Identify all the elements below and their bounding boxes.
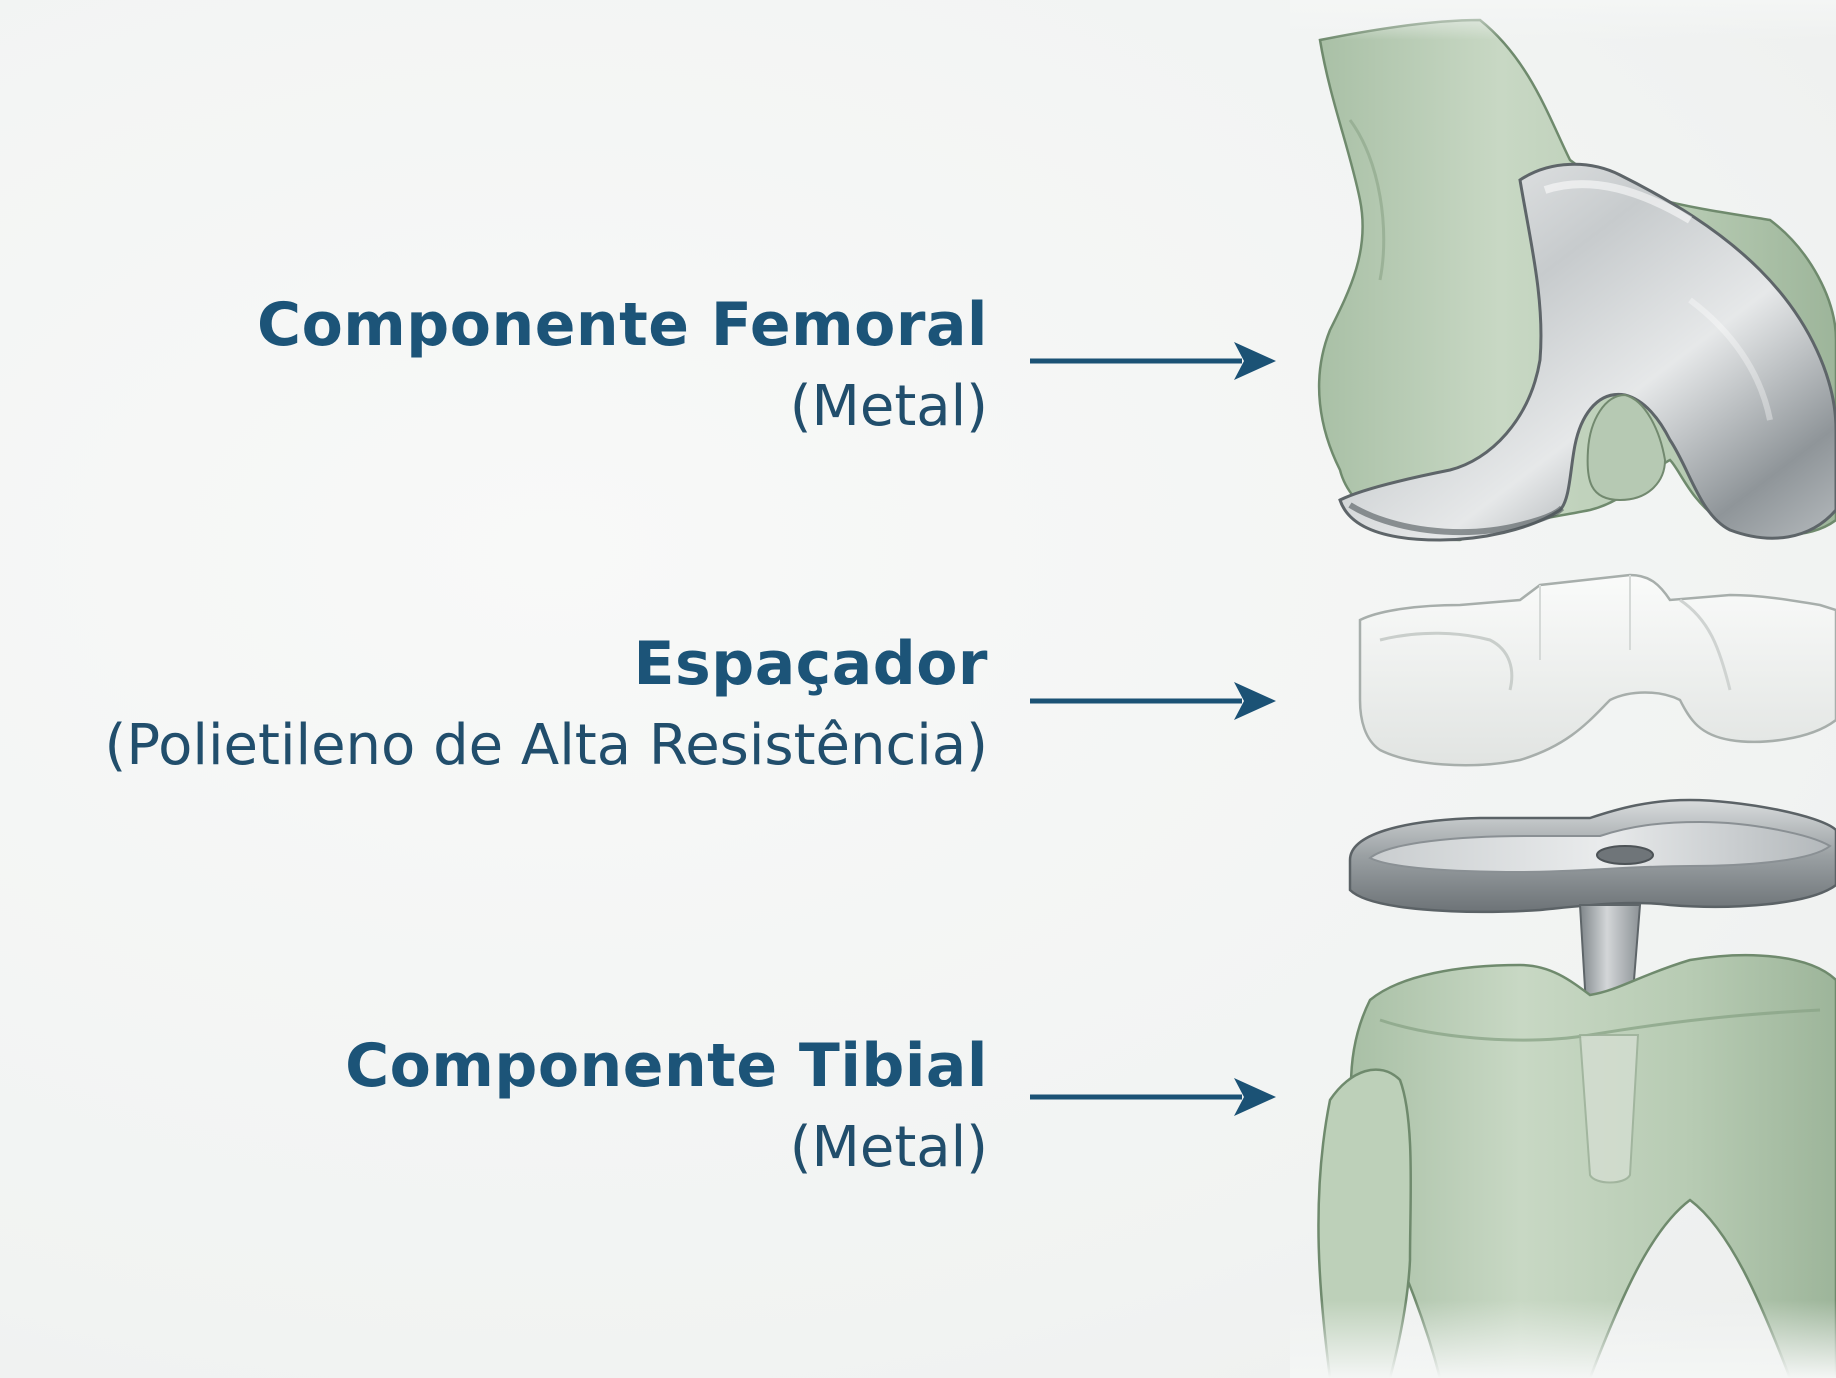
tibia-bone xyxy=(1290,953,1836,1378)
arrow-right-icon xyxy=(1030,342,1276,380)
arrow-right-icon xyxy=(1030,682,1276,720)
spacer-polyethylene xyxy=(1358,573,1836,767)
knee-implant-illustration xyxy=(1290,0,1836,1378)
label-tibial-component: Componente Tibial (Metal) xyxy=(345,1025,988,1189)
femoral-component-metal xyxy=(1338,162,1836,542)
spacer-name: Espaçador xyxy=(633,629,988,699)
tibial-tray-metal xyxy=(1348,798,1836,914)
femoral-component-material: (Metal) xyxy=(789,374,988,439)
tibial-component-material: (Metal) xyxy=(789,1115,988,1180)
label-femoral-component: Componente Femoral (Metal) xyxy=(257,284,988,448)
tibial-component-name: Componente Tibial xyxy=(345,1031,988,1101)
spacer-material: (Polietileno de Alta Resistência) xyxy=(104,713,988,778)
femoral-component-name: Componente Femoral xyxy=(257,290,988,360)
arrow-right-icon xyxy=(1030,1078,1276,1116)
label-spacer: Espaçador (Polietileno de Alta Resistênc… xyxy=(105,623,988,787)
